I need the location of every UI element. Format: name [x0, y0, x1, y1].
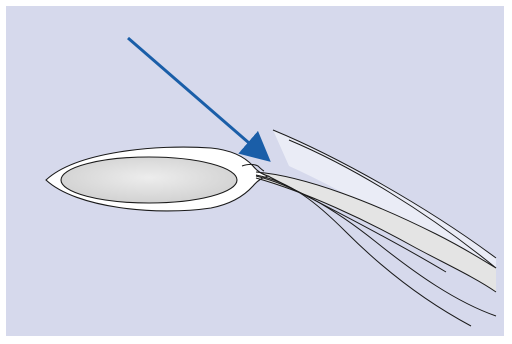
diagram-illustration — [6, 6, 504, 336]
cell-nucleus — [61, 157, 237, 203]
diagram-canvas — [6, 6, 504, 336]
